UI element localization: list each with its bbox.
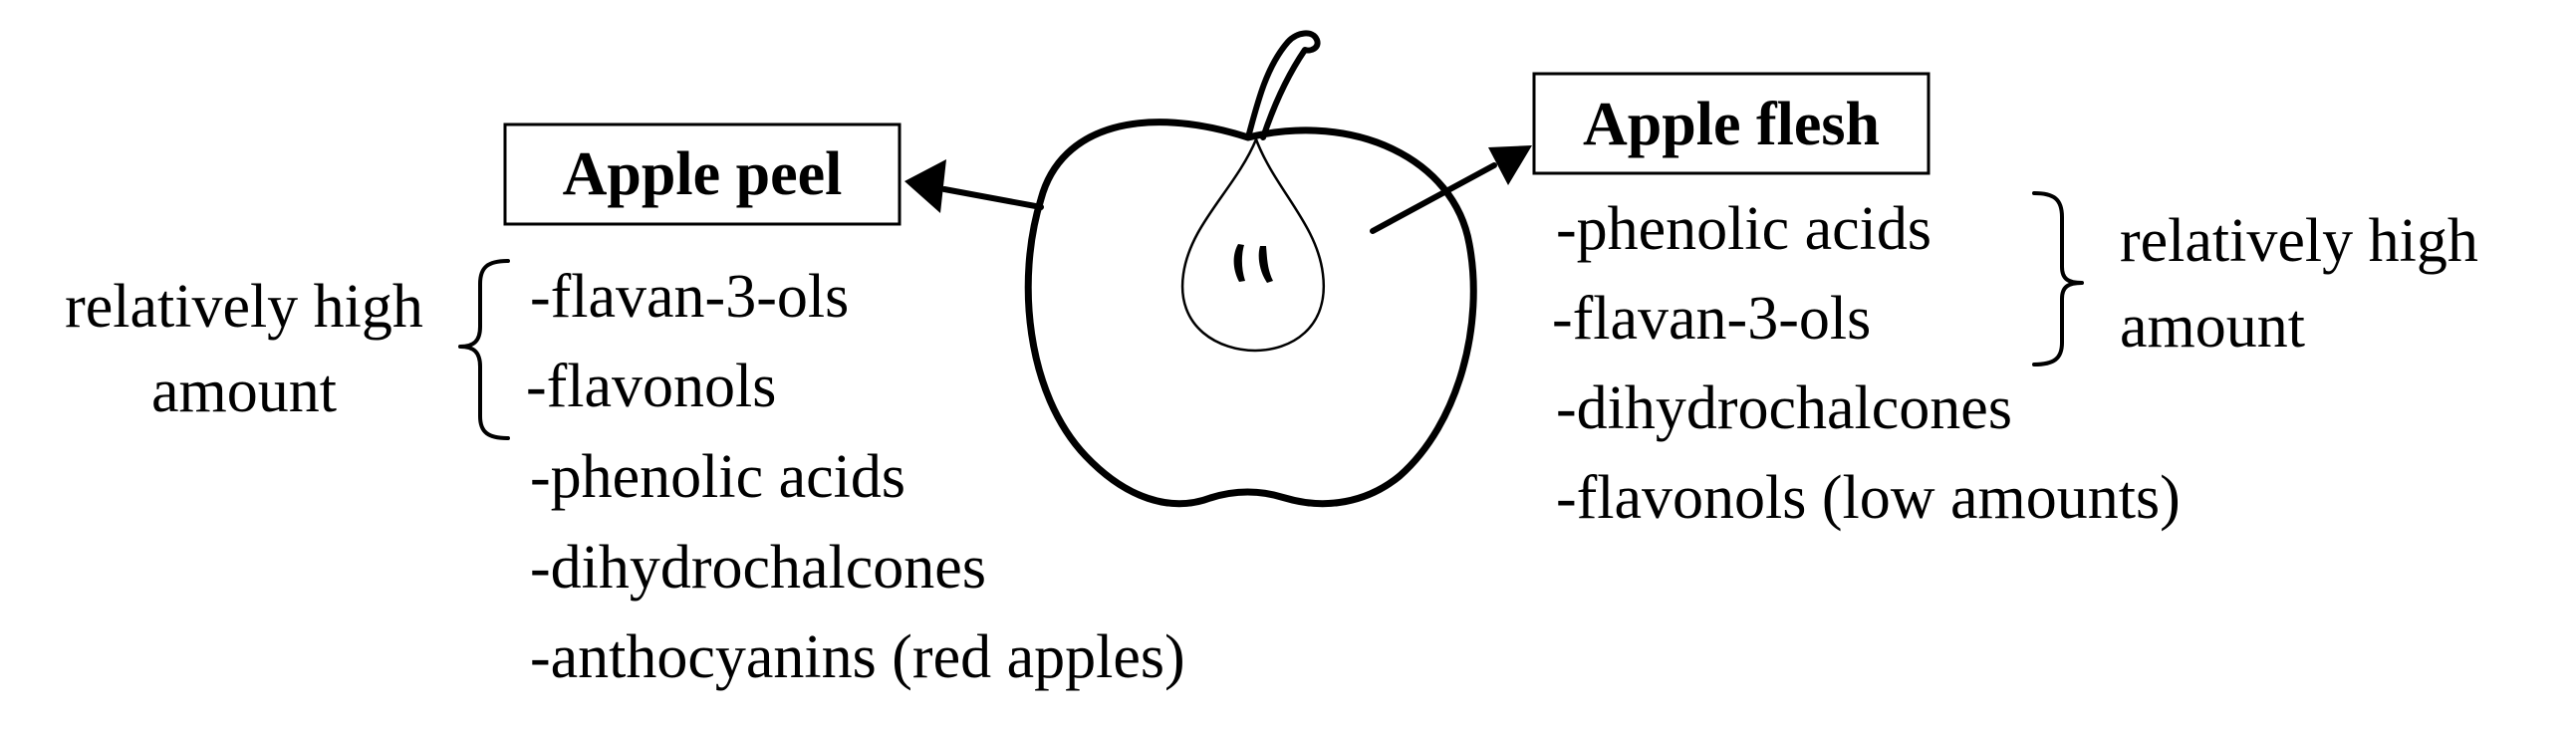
arrow-to-flesh bbox=[1370, 145, 1532, 234]
flesh-title-box bbox=[1532, 72, 1931, 175]
flesh-item-3: -dihydrochalcones bbox=[1556, 374, 2012, 442]
peel-item-2: -flavonols bbox=[526, 353, 776, 420]
flesh-title: Apple flesh bbox=[1583, 91, 1880, 158]
peel-item-3: -phenolic acids bbox=[530, 443, 905, 511]
peel-group-note-line1: relatively high bbox=[65, 273, 423, 341]
flesh-item-4: -flavonols (low amounts) bbox=[1556, 464, 2181, 532]
peel-item-5: -anthocyanins (red apples) bbox=[530, 623, 1185, 691]
flesh-item-1: -phenolic acids bbox=[1556, 195, 1932, 263]
peel-item-4: -dihydrochalcones bbox=[530, 534, 986, 602]
apple-cross-section-icon bbox=[1024, 30, 1477, 508]
arrow-to-peel bbox=[904, 159, 1044, 213]
peel-brace bbox=[458, 259, 510, 440]
peel-item-1: -flavan-3-ols bbox=[530, 263, 849, 331]
seed-left bbox=[1233, 244, 1245, 282]
peel-title: Apple peel bbox=[563, 140, 843, 208]
flesh-group-note-line2: amount bbox=[2120, 293, 2305, 361]
apple-stem bbox=[1245, 30, 1321, 140]
peel-title-box bbox=[503, 122, 902, 226]
peel-group-note-line2: amount bbox=[151, 358, 337, 425]
apple-core bbox=[1180, 137, 1326, 353]
seed-right bbox=[1258, 246, 1273, 283]
flesh-group-note-line1: relatively high bbox=[2120, 207, 2478, 275]
flesh-item-2: -flavan-3-ols bbox=[1552, 285, 1871, 353]
flesh-brace bbox=[2032, 191, 2084, 366]
